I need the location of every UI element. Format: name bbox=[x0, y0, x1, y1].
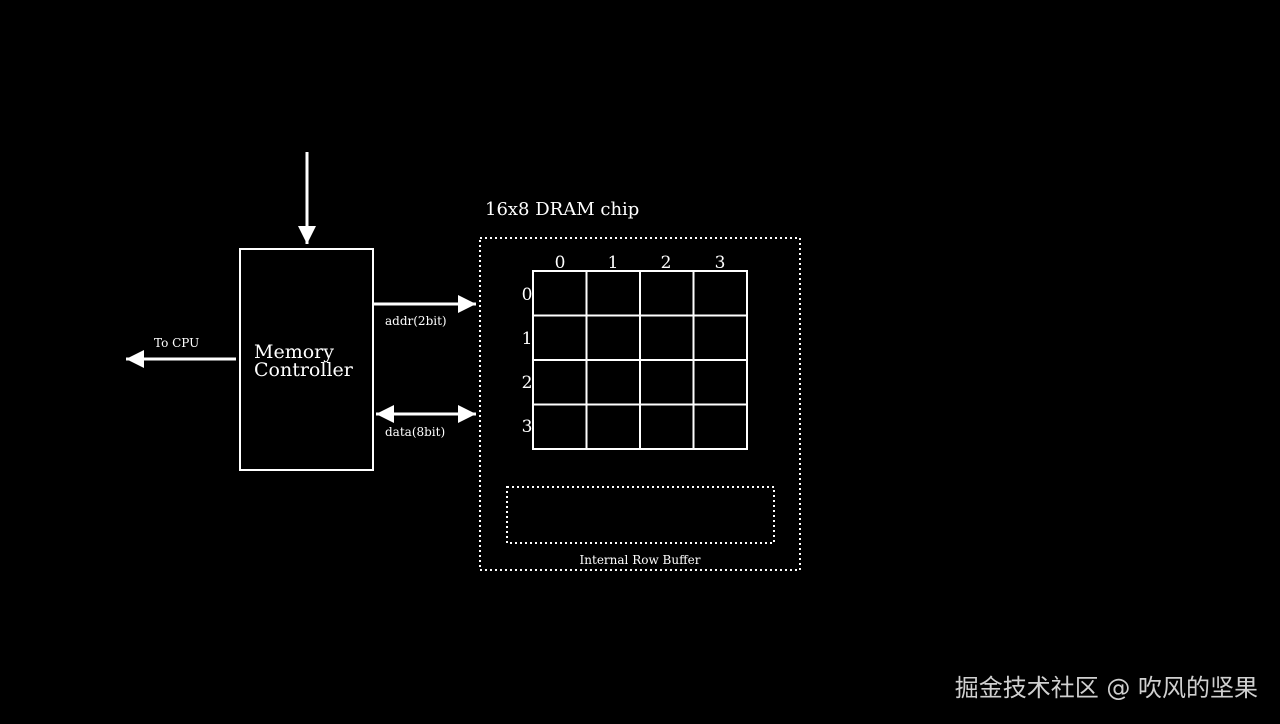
row-buffer-label: Internal Row Buffer bbox=[580, 553, 701, 567]
memory-cell bbox=[639, 359, 695, 406]
row-label: 3 bbox=[522, 417, 533, 437]
memory-cell bbox=[532, 314, 588, 361]
memory-cell bbox=[639, 270, 695, 317]
memory-cell bbox=[692, 403, 748, 450]
row-label: 0 bbox=[522, 285, 533, 305]
memory-controller-label-line2: Controller bbox=[254, 359, 354, 381]
col-label: 0 bbox=[555, 253, 566, 273]
memory-cell bbox=[639, 403, 695, 450]
internal-row-buffer bbox=[506, 486, 775, 544]
memory-cell bbox=[639, 314, 695, 361]
memory-controller-label-line1: Memory bbox=[254, 341, 334, 363]
memory-cell bbox=[532, 359, 588, 406]
memory-cell bbox=[692, 270, 748, 317]
memory-cell bbox=[585, 314, 641, 361]
memory-cell bbox=[585, 359, 641, 406]
col-label: 1 bbox=[608, 253, 619, 273]
memory-cell bbox=[692, 314, 748, 361]
memory-cell-grid bbox=[532, 270, 748, 450]
data-label: data(8bit) bbox=[385, 425, 445, 439]
memory-cell bbox=[532, 270, 588, 317]
memory-cell bbox=[692, 359, 748, 406]
row-label: 2 bbox=[522, 373, 533, 393]
memory-cell bbox=[532, 403, 588, 450]
chip-title: 16x8 DRAM chip bbox=[485, 199, 639, 220]
memory-controller-box bbox=[239, 248, 374, 471]
addr-label: addr(2bit) bbox=[385, 314, 447, 328]
to-cpu-label: To CPU bbox=[154, 336, 199, 350]
col-label: 2 bbox=[661, 253, 672, 273]
row-label: 1 bbox=[522, 329, 533, 349]
memory-cell bbox=[585, 403, 641, 450]
chip-border bbox=[479, 237, 801, 571]
memory-cell bbox=[585, 270, 641, 317]
col-label: 3 bbox=[715, 253, 726, 273]
watermark: 掘金技术社区 @ 吹风的坚果 bbox=[954, 674, 1258, 702]
